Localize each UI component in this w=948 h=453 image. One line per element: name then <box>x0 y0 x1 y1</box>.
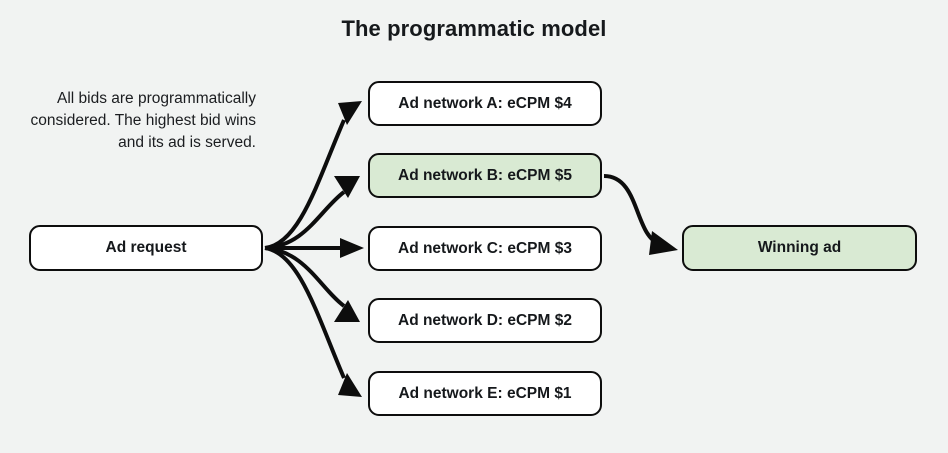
arrow-head-network-b <box>334 176 360 198</box>
arrow-head-network-a <box>338 101 362 125</box>
edge-ad-request-to-network-b <box>264 176 360 250</box>
node-ad-network-e[interactable]: Ad network E: eCPM $1 <box>368 371 602 416</box>
edge-ad-request-to-network-c <box>265 238 364 258</box>
edge-ad-request-to-network-a <box>264 101 362 250</box>
edge-ad-request-to-network-e <box>264 246 362 397</box>
node-ad-network-a[interactable]: Ad network A: eCPM $4 <box>368 81 602 126</box>
description-text: All bids are programmatically considered… <box>30 90 256 151</box>
node-winning-ad[interactable]: Winning ad <box>682 225 917 271</box>
node-ad-network-b[interactable]: Ad network B: eCPM $5 <box>368 153 602 198</box>
edge-ad-request-to-network-d <box>264 246 360 322</box>
arrow-head-winning-ad <box>649 231 678 255</box>
arrow-head-network-c <box>340 238 364 258</box>
node-ad-request[interactable]: Ad request <box>29 225 263 271</box>
page-title: The programmatic model <box>341 16 607 41</box>
node-ad-network-c[interactable]: Ad network C: eCPM $3 <box>368 226 602 271</box>
edge-network-b-to-winning-ad <box>603 174 678 255</box>
arrow-head-network-e <box>338 373 362 397</box>
node-ad-network-d[interactable]: Ad network D: eCPM $2 <box>368 298 602 343</box>
arrow-head-network-d <box>334 300 360 322</box>
